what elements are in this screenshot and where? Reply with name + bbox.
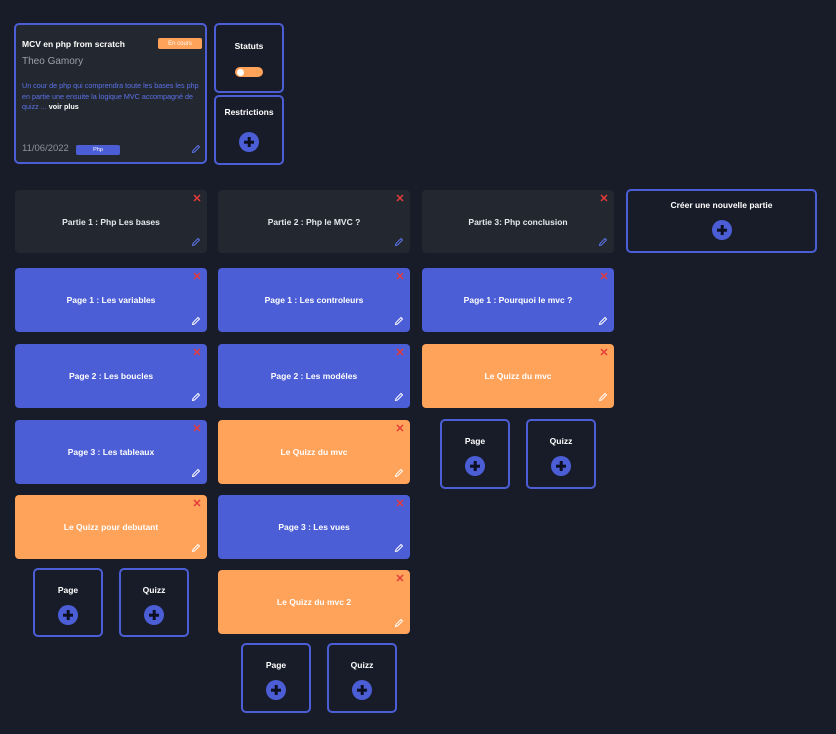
item-label: Le Quizz pour debutant bbox=[63, 522, 159, 532]
add-page-label: Page bbox=[57, 585, 79, 595]
new-part-label: Créer une nouvelle partie bbox=[670, 200, 773, 210]
add-quizz-label: Quizz bbox=[549, 436, 573, 446]
part-2-title: Partie 2 : Php le MVC ? bbox=[267, 216, 361, 227]
item-label: Page 1 : Pourquoi le mvc ? bbox=[463, 295, 573, 305]
item-label: Page 1 : Les variables bbox=[66, 295, 156, 305]
item-label: Page 3 : Les tableaux bbox=[67, 447, 155, 457]
course-date: 11/06/2022 bbox=[22, 143, 69, 154]
status-panel: Statuts bbox=[214, 23, 284, 93]
add-page-plus-icon[interactable] bbox=[58, 605, 78, 625]
edit-part-3-pencil-icon[interactable] bbox=[598, 237, 608, 247]
add-page-label: Page bbox=[265, 660, 287, 670]
delete-item-close-icon[interactable] bbox=[600, 272, 608, 280]
edit-item-pencil-icon[interactable] bbox=[191, 316, 201, 326]
delete-item-close-icon[interactable] bbox=[396, 348, 404, 356]
course-description-text: Un cour de php qui comprendra toute les … bbox=[22, 81, 199, 111]
edit-item-pencil-icon[interactable] bbox=[394, 468, 404, 478]
course-card: MCV en php from scratch En cours Theo Ga… bbox=[14, 23, 207, 164]
add-quizz-button-part-3[interactable]: Quizz bbox=[526, 419, 596, 489]
new-part-button[interactable]: Créer une nouvelle partie bbox=[626, 189, 817, 253]
edit-item-pencil-icon[interactable] bbox=[191, 543, 201, 553]
part-1-title: Partie 1 : Php Les bases bbox=[62, 216, 160, 227]
add-quizz-plus-icon[interactable] bbox=[352, 680, 372, 700]
part-3-item-2[interactable]: Le Quizz du mvc bbox=[422, 344, 614, 408]
item-label: Page 2 : Les modéles bbox=[270, 371, 358, 381]
add-page-button-part-2[interactable]: Page bbox=[241, 643, 311, 713]
add-page-label: Page bbox=[464, 436, 486, 446]
part-2-item-1[interactable]: Page 1 : Les controleurs bbox=[218, 268, 410, 332]
item-label: Le Quizz du mvc bbox=[484, 371, 552, 381]
edit-item-pencil-icon[interactable] bbox=[394, 392, 404, 402]
part-1-item-3[interactable]: Page 3 : Les tableaux bbox=[15, 420, 207, 484]
part-2-item-4[interactable]: Page 3 : Les vues bbox=[218, 495, 410, 559]
status-badge: En cours bbox=[158, 38, 202, 49]
add-part-plus-icon[interactable] bbox=[712, 220, 732, 240]
add-page-plus-icon[interactable] bbox=[266, 680, 286, 700]
delete-item-close-icon[interactable] bbox=[396, 499, 404, 507]
part-3-item-1[interactable]: Page 1 : Pourquoi le mvc ? bbox=[422, 268, 614, 332]
part-2-item-5[interactable]: Le Quizz du mvc 2 bbox=[218, 570, 410, 634]
part-2-card[interactable]: Partie 2 : Php le MVC ? bbox=[218, 190, 410, 253]
edit-item-pencil-icon[interactable] bbox=[394, 618, 404, 628]
part-1-item-4[interactable]: Le Quizz pour debutant bbox=[15, 495, 207, 559]
edit-part-2-pencil-icon[interactable] bbox=[394, 237, 404, 247]
item-label: Page 3 : Les vues bbox=[278, 522, 350, 532]
delete-item-close-icon[interactable] bbox=[396, 574, 404, 582]
part-2-item-3[interactable]: Le Quizz du mvc bbox=[218, 420, 410, 484]
item-label: Le Quizz du mvc bbox=[280, 447, 348, 457]
edit-item-pencil-icon[interactable] bbox=[598, 316, 608, 326]
part-2-item-2[interactable]: Page 2 : Les modéles bbox=[218, 344, 410, 408]
status-toggle[interactable] bbox=[235, 67, 263, 77]
delete-part-2-close-icon[interactable] bbox=[396, 194, 404, 202]
part-1-item-1[interactable]: Page 1 : Les variables bbox=[15, 268, 207, 332]
delete-item-close-icon[interactable] bbox=[396, 272, 404, 280]
add-page-button-part-1[interactable]: Page bbox=[33, 568, 103, 637]
edit-item-pencil-icon[interactable] bbox=[394, 316, 404, 326]
delete-item-close-icon[interactable] bbox=[193, 499, 201, 507]
edit-item-pencil-icon[interactable] bbox=[191, 468, 201, 478]
add-quizz-button-part-1[interactable]: Quizz bbox=[119, 568, 189, 637]
part-3-card[interactable]: Partie 3: Php conclusion bbox=[422, 190, 614, 253]
add-quizz-label: Quizz bbox=[142, 585, 166, 595]
course-description: Un cour de php qui comprendra toute les … bbox=[22, 81, 202, 113]
delete-item-close-icon[interactable] bbox=[193, 348, 201, 356]
status-label: Statuts bbox=[234, 41, 264, 51]
course-author: Theo Gamory bbox=[22, 56, 84, 67]
part-1-card[interactable]: Partie 1 : Php Les bases bbox=[15, 190, 207, 253]
edit-item-pencil-icon[interactable] bbox=[394, 543, 404, 553]
delete-part-3-close-icon[interactable] bbox=[600, 194, 608, 202]
part-1-item-2[interactable]: Page 2 : Les boucles bbox=[15, 344, 207, 408]
edit-part-1-pencil-icon[interactable] bbox=[191, 237, 201, 247]
add-page-plus-icon[interactable] bbox=[465, 456, 485, 476]
item-label: Page 2 : Les boucles bbox=[68, 371, 154, 381]
item-label: Page 1 : Les controleurs bbox=[264, 295, 364, 305]
restrictions-label: Restrictions bbox=[224, 107, 274, 117]
restrictions-panel: Restrictions bbox=[214, 95, 284, 165]
delete-item-close-icon[interactable] bbox=[193, 424, 201, 432]
add-restriction-plus-icon[interactable] bbox=[239, 132, 259, 152]
course-tag: Php bbox=[76, 145, 120, 155]
add-quizz-label: Quizz bbox=[350, 660, 374, 670]
edit-course-pencil-icon[interactable] bbox=[191, 144, 201, 154]
add-quizz-button-part-2[interactable]: Quizz bbox=[327, 643, 397, 713]
delete-item-close-icon[interactable] bbox=[193, 272, 201, 280]
add-quizz-plus-icon[interactable] bbox=[551, 456, 571, 476]
course-title: MCV en php from scratch bbox=[22, 39, 125, 49]
delete-item-close-icon[interactable] bbox=[396, 424, 404, 432]
add-quizz-plus-icon[interactable] bbox=[144, 605, 164, 625]
toggle-knob bbox=[237, 68, 244, 76]
delete-item-close-icon[interactable] bbox=[600, 348, 608, 356]
add-page-button-part-3[interactable]: Page bbox=[440, 419, 510, 489]
delete-part-1-close-icon[interactable] bbox=[193, 194, 201, 202]
edit-item-pencil-icon[interactable] bbox=[191, 392, 201, 402]
edit-item-pencil-icon[interactable] bbox=[598, 392, 608, 402]
part-3-title: Partie 3: Php conclusion bbox=[468, 216, 568, 227]
see-more-link[interactable]: voir plus bbox=[48, 102, 79, 111]
item-label: Le Quizz du mvc 2 bbox=[276, 597, 352, 607]
